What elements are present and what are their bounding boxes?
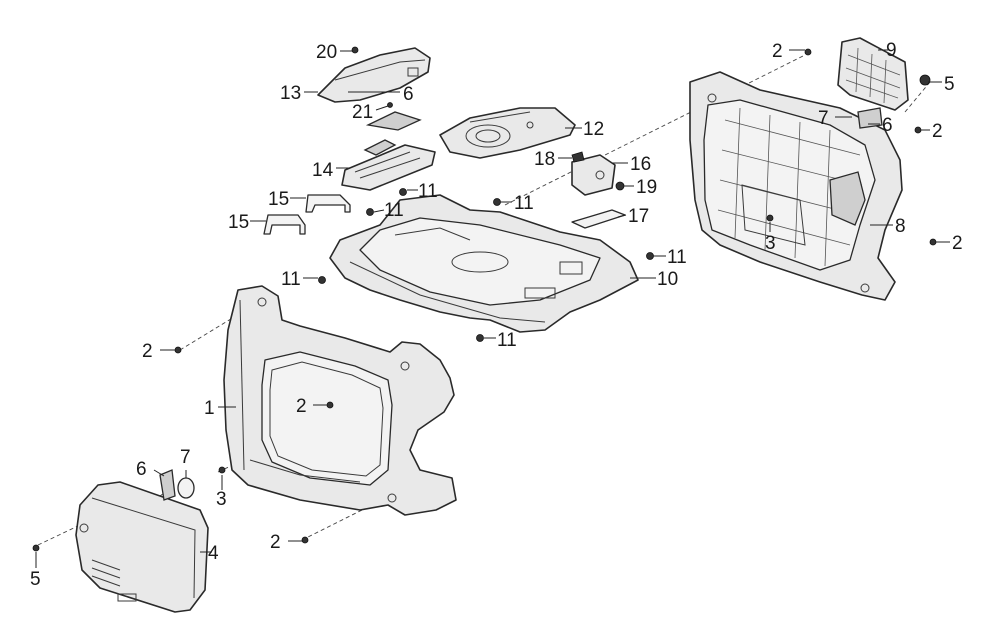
label-16: 16 [630,154,651,175]
leader-lines [35,49,950,568]
label-18: 18 [534,149,555,170]
label-6: 6 [403,84,414,105]
label-9: 9 [886,40,897,61]
label-3: 3 [765,233,776,254]
label-8: 8 [895,216,906,237]
part-12-top-plate [439,107,576,159]
label-19: 19 [636,177,657,198]
label-20: 20 [316,42,337,63]
label-2: 2 [142,341,153,362]
label-7: 7 [180,447,191,468]
label-2: 2 [952,233,963,254]
part-4-access-lid [75,481,209,613]
label-15: 15 [228,212,249,233]
label-2: 2 [270,532,281,553]
label-2: 2 [296,396,307,417]
part-number-labels: 1 2 2 2 2 2 2 3 3 4 5 5 6 6 6 7 7 8 9 10… [30,40,963,590]
part-15-brackets [263,194,351,235]
label-11: 11 [667,247,687,268]
part-6-7-clips-lower [159,469,195,501]
label-2: 2 [932,121,943,142]
label-11: 11 [281,269,301,290]
part-14-control-panel [341,139,436,191]
label-5: 5 [944,74,955,95]
label-6: 6 [882,115,893,136]
label-1: 1 [204,398,215,419]
label-7: 7 [818,108,829,129]
label-4: 4 [208,543,219,564]
label-14: 14 [312,160,334,181]
label-11: 11 [418,181,438,202]
label-11: 11 [514,193,534,214]
part-16-19-fuel-parts [571,151,626,229]
label-2: 2 [772,41,783,62]
part-1-front-frame [223,285,457,516]
part-13-handle-cap [317,46,431,131]
label-11: 11 [384,200,404,221]
part-8-rear-panel [689,71,903,301]
label-6: 6 [136,459,147,480]
label-3: 3 [216,489,227,510]
label-13: 13 [280,83,301,104]
label-17: 17 [628,206,649,227]
label-11: 11 [497,330,517,351]
label-5: 5 [30,569,41,590]
label-12: 12 [583,119,604,140]
part-9-vent-grille [837,37,931,129]
label-15: 15 [268,189,289,210]
label-21: 21 [352,102,373,123]
label-10: 10 [657,269,678,290]
part-10-base-tray [329,194,639,333]
